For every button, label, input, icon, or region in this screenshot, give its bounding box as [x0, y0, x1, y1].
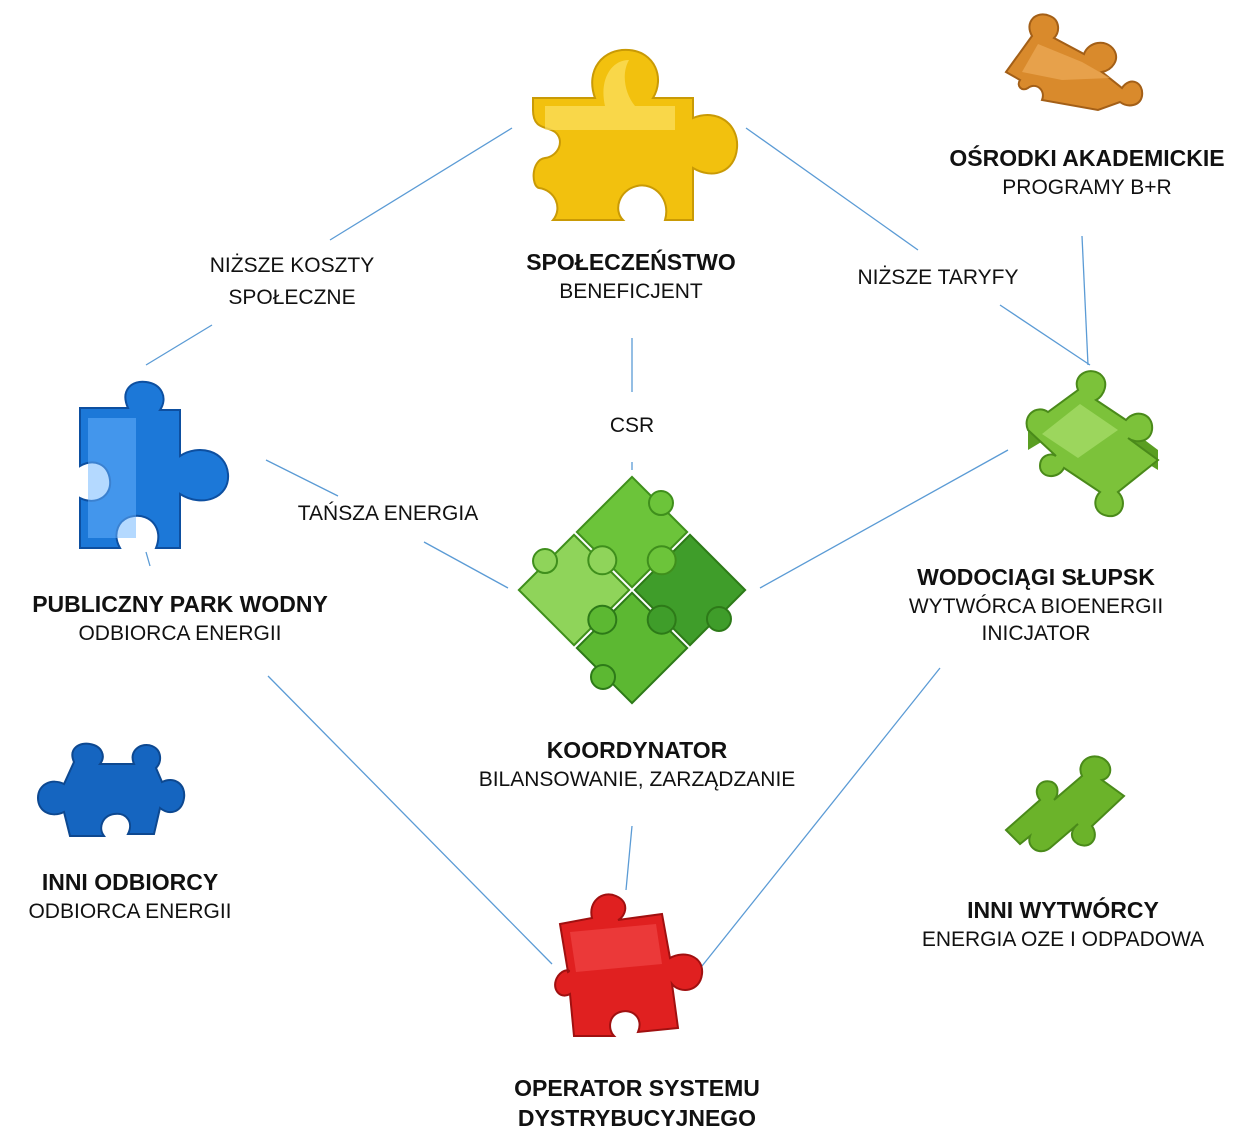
operator-puzzle-icon [554, 893, 704, 1037]
connector-koordynator-operator [625, 825, 633, 891]
wodociagi-puzzle-icon [1025, 370, 1160, 518]
node-wodociagi: WODOCIĄGI SŁUPSK WYTWÓRCA BIOENERGII INI… [909, 563, 1163, 647]
node-osrodki: OŚRODKI AKADEMICKIE PROGRAMY B+R [949, 144, 1224, 201]
inni-odbiorcy-puzzle-icon [36, 742, 186, 837]
node-title: OŚRODKI AKADEMICKIE [949, 145, 1225, 171]
node-subtitle: ODBIORCA ENERGII [28, 899, 232, 923]
node-operator: OPERATOR SYSTEMU DYSTRYBUCYJNEGO [514, 1074, 760, 1134]
inni-wytworcy-puzzle-icon [1004, 755, 1126, 853]
edge-label-koszty: NIŻSZE KOSZTY SPOŁECZNE [210, 250, 375, 313]
edge-label-line: NIŻSZE TARYFY [857, 266, 1019, 289]
node-subtitle: ENERGIA OZE I ODPADOWA [921, 927, 1205, 951]
connector-park-energia [265, 459, 339, 497]
node-subtitle: BILANSOWANIE, ZARZĄDZANIE [478, 767, 796, 791]
connector-spoleczenstwo-taryfy [745, 127, 919, 251]
connector-energia-koordynator [423, 541, 509, 589]
node-subtitle: ODBIORCA ENERGII [78, 621, 282, 645]
node-inni-odbiorcy: INNI ODBIORCY ODBIORCA ENERGII [28, 868, 231, 925]
connector-wodociagi-koordynator [759, 449, 1009, 589]
node-subtitle: PROGRAMY B+R [1002, 175, 1172, 199]
edge-label-line: NIŻSZE KOSZTY [209, 254, 375, 277]
park-puzzle-icon [79, 380, 230, 549]
node-park: PUBLICZNY PARK WODNY ODBIORCA ENERGII [32, 590, 328, 647]
node-spoleczenstwo: SPOŁECZEŃSTWO BENEFICJENT [526, 248, 736, 305]
node-title: KOORDYNATOR [546, 737, 728, 763]
node-title: INNI ODBIORCY [41, 869, 219, 895]
node-title: WODOCIĄGI SŁUPSK [917, 564, 1155, 590]
connector-osrodki-wodociagi [1081, 235, 1089, 366]
edge-label-taryfy: NIŻSZE TARYFY [857, 262, 1018, 294]
edge-label-line: TAŃSZA ENERGIA [297, 502, 479, 525]
edge-label-line: SPOŁECZNE [228, 285, 356, 309]
node-inni-wytworcy: INNI WYTWÓRCY ENERGIA OZE I ODPADOWA [922, 896, 1204, 953]
node-subtitle: INICJATOR [981, 622, 1091, 646]
edge-label-line: CSR [609, 414, 655, 437]
connector-park-operator [267, 675, 553, 965]
osrodki-puzzle-icon [1004, 13, 1144, 112]
node-subtitle: BENEFICJENT [559, 279, 703, 303]
node-title: OPERATOR SYSTEMU [514, 1075, 760, 1101]
connector-taryfy-wodociagi [999, 304, 1091, 366]
connector-koszty-park [145, 324, 213, 366]
node-koordynator: KOORDYNATOR BILANSOWANIE, ZARZĄDZANIE [479, 736, 796, 793]
edge-label-csr: CSR [610, 410, 654, 442]
node-title-line2: DYSTRYBUCYJNEGO [517, 1104, 757, 1131]
node-title: PUBLICZNY PARK WODNY [32, 591, 328, 617]
connector-spoleczenstwo-koszty [329, 127, 513, 241]
node-title: INNI WYTWÓRCY [967, 897, 1159, 923]
koordynator-puzzle-icon [517, 475, 747, 705]
edge-label-energia: TAŃSZA ENERGIA [298, 498, 478, 530]
node-subtitle: WYTWÓRCA BIOENERGII [908, 594, 1164, 618]
connector-wodociagi-operator [701, 667, 941, 967]
spoleczenstwo-puzzle-icon [532, 48, 739, 221]
node-title: SPOŁECZEŃSTWO [526, 249, 736, 275]
connector-park-stub [145, 551, 151, 567]
